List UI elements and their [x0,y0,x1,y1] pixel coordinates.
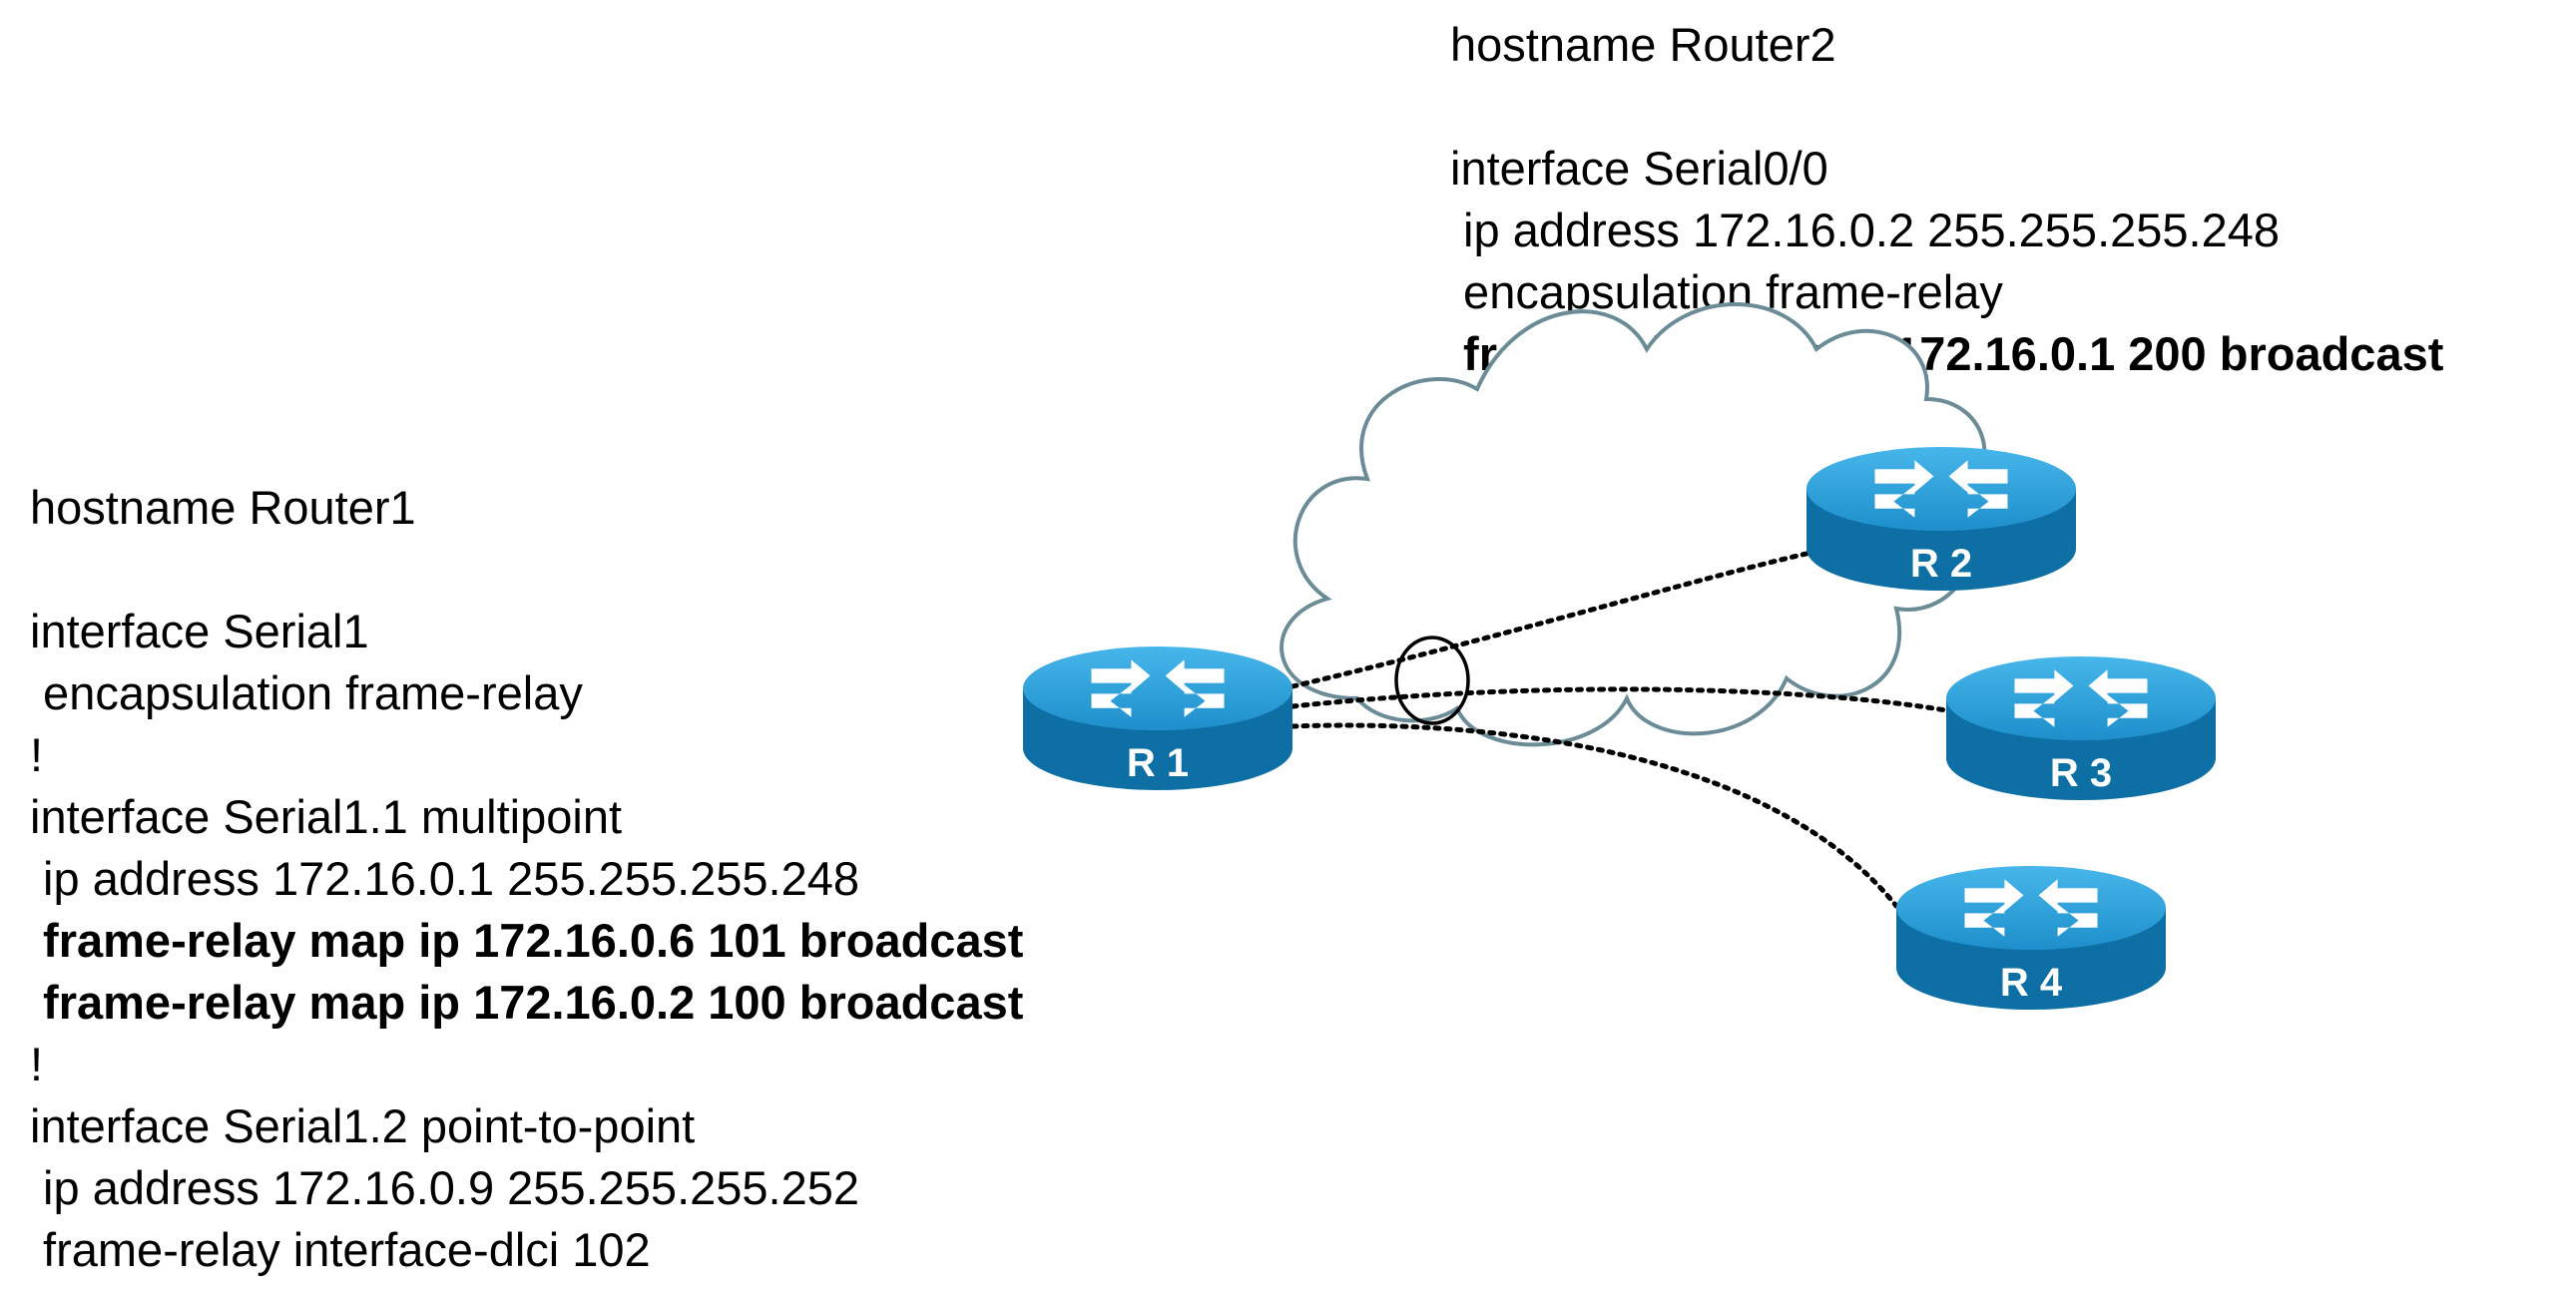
config-line: frame-relay map ip 172.16.0.6 101 broadc… [30,914,1024,967]
router-r4-label: R 4 [2000,961,2063,1005]
router-r1-label: R 1 [1127,741,1189,785]
config-line: ! [30,1038,44,1090]
config-line: ! [30,728,44,781]
config-line: ip address 172.16.0.9 255.255.255.252 [30,1161,860,1214]
config-line: ip address 172.16.0.2 255.255.255.248 [1450,204,2281,256]
config-line: hostname Router2 [1450,18,1836,71]
config-line: interface Serial1.2 point-to-point [30,1099,696,1152]
pvc-r1-r3 [1289,686,1949,713]
router-r3-label: R 3 [2050,751,2112,795]
config-line: frame-relay map ip 172.16.0.2 100 broadc… [30,976,1024,1029]
config-line: interface Serial0/0 [1450,142,1828,195]
subinterface-ellipse [1394,636,1470,725]
frame-relay-cloud [1280,302,1987,747]
router-r2: R 2 [1806,447,2076,591]
config-line: encapsulation frame-relay [30,666,583,719]
config-line: interface Serial1.1 multipoint [30,790,623,843]
config-line: ip address 172.16.0.1 255.255.255.248 [30,852,860,905]
router-r4: R 4 [1896,866,2166,1010]
pvc-r1-r2 [1289,551,1809,689]
router-r2-label: R 2 [1910,542,1972,586]
config-line: interface Serial1 [30,605,369,657]
pvc-r1-r4 [1289,722,1899,909]
router-r1: R 1 [1023,646,1292,790]
router1-config: hostname Router1 interface Serial1 encaps… [30,477,1023,1281]
router-r3: R 3 [1946,656,2216,800]
config-line: hostname Router1 [30,481,416,534]
config-line: frame-relay interface-dlci 102 [30,1223,651,1276]
